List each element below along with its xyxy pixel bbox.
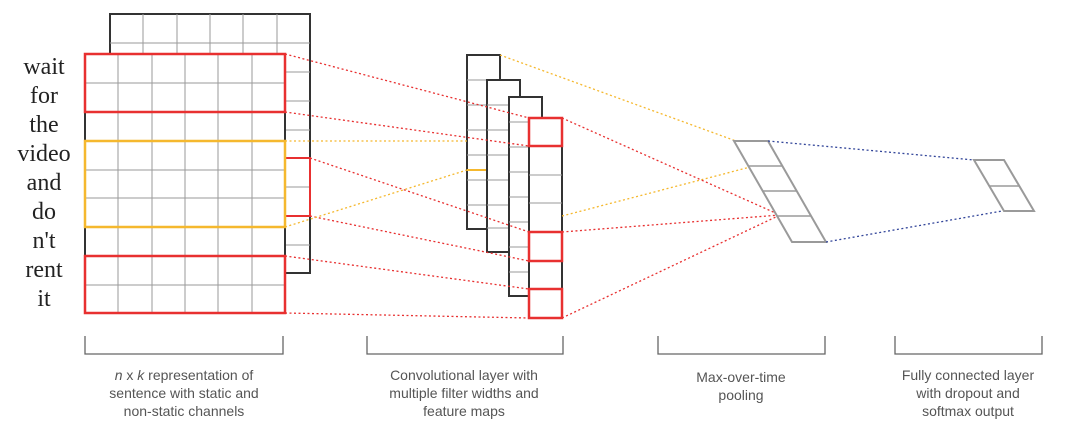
word-token: and [26, 170, 62, 196]
bracket-pool [657, 336, 826, 355]
yellow-filter-window [83, 139, 287, 229]
word-token: do [32, 199, 56, 225]
word-token: n't [32, 228, 56, 254]
word-token: rent [25, 257, 63, 283]
caption-input-representation: n x k representation of sentence with st… [109, 367, 259, 419]
output-vector [972, 159, 1036, 212]
bracket-fc [894, 336, 1043, 355]
max-pool-vector [732, 140, 828, 243]
caption-max-pooling: Max-over-time pooling [696, 369, 786, 403]
word-token: video [17, 141, 71, 167]
bracket-input [84, 336, 284, 355]
caption-brackets [84, 336, 1043, 355]
feature-maps [466, 54, 564, 320]
word-token: the [29, 112, 59, 138]
red-filter-window-top [83, 52, 287, 114]
input-matrix-front-channel [83, 52, 287, 315]
caption-fully-connected: Fully connected layer with dropout and s… [901, 367, 1035, 419]
conv-to-pool-connections [499, 54, 781, 319]
pool-to-fc-connections [767, 140, 1003, 243]
word-token: for [30, 83, 58, 109]
caption-convolutional-layer: Convolutional layer with multiple filter… [389, 367, 539, 419]
word-token: it [37, 286, 51, 312]
red-filter-window-bottom [83, 254, 287, 315]
bracket-conv [366, 336, 564, 355]
input-to-conv-connections [284, 53, 530, 319]
word-token: wait [23, 54, 65, 80]
